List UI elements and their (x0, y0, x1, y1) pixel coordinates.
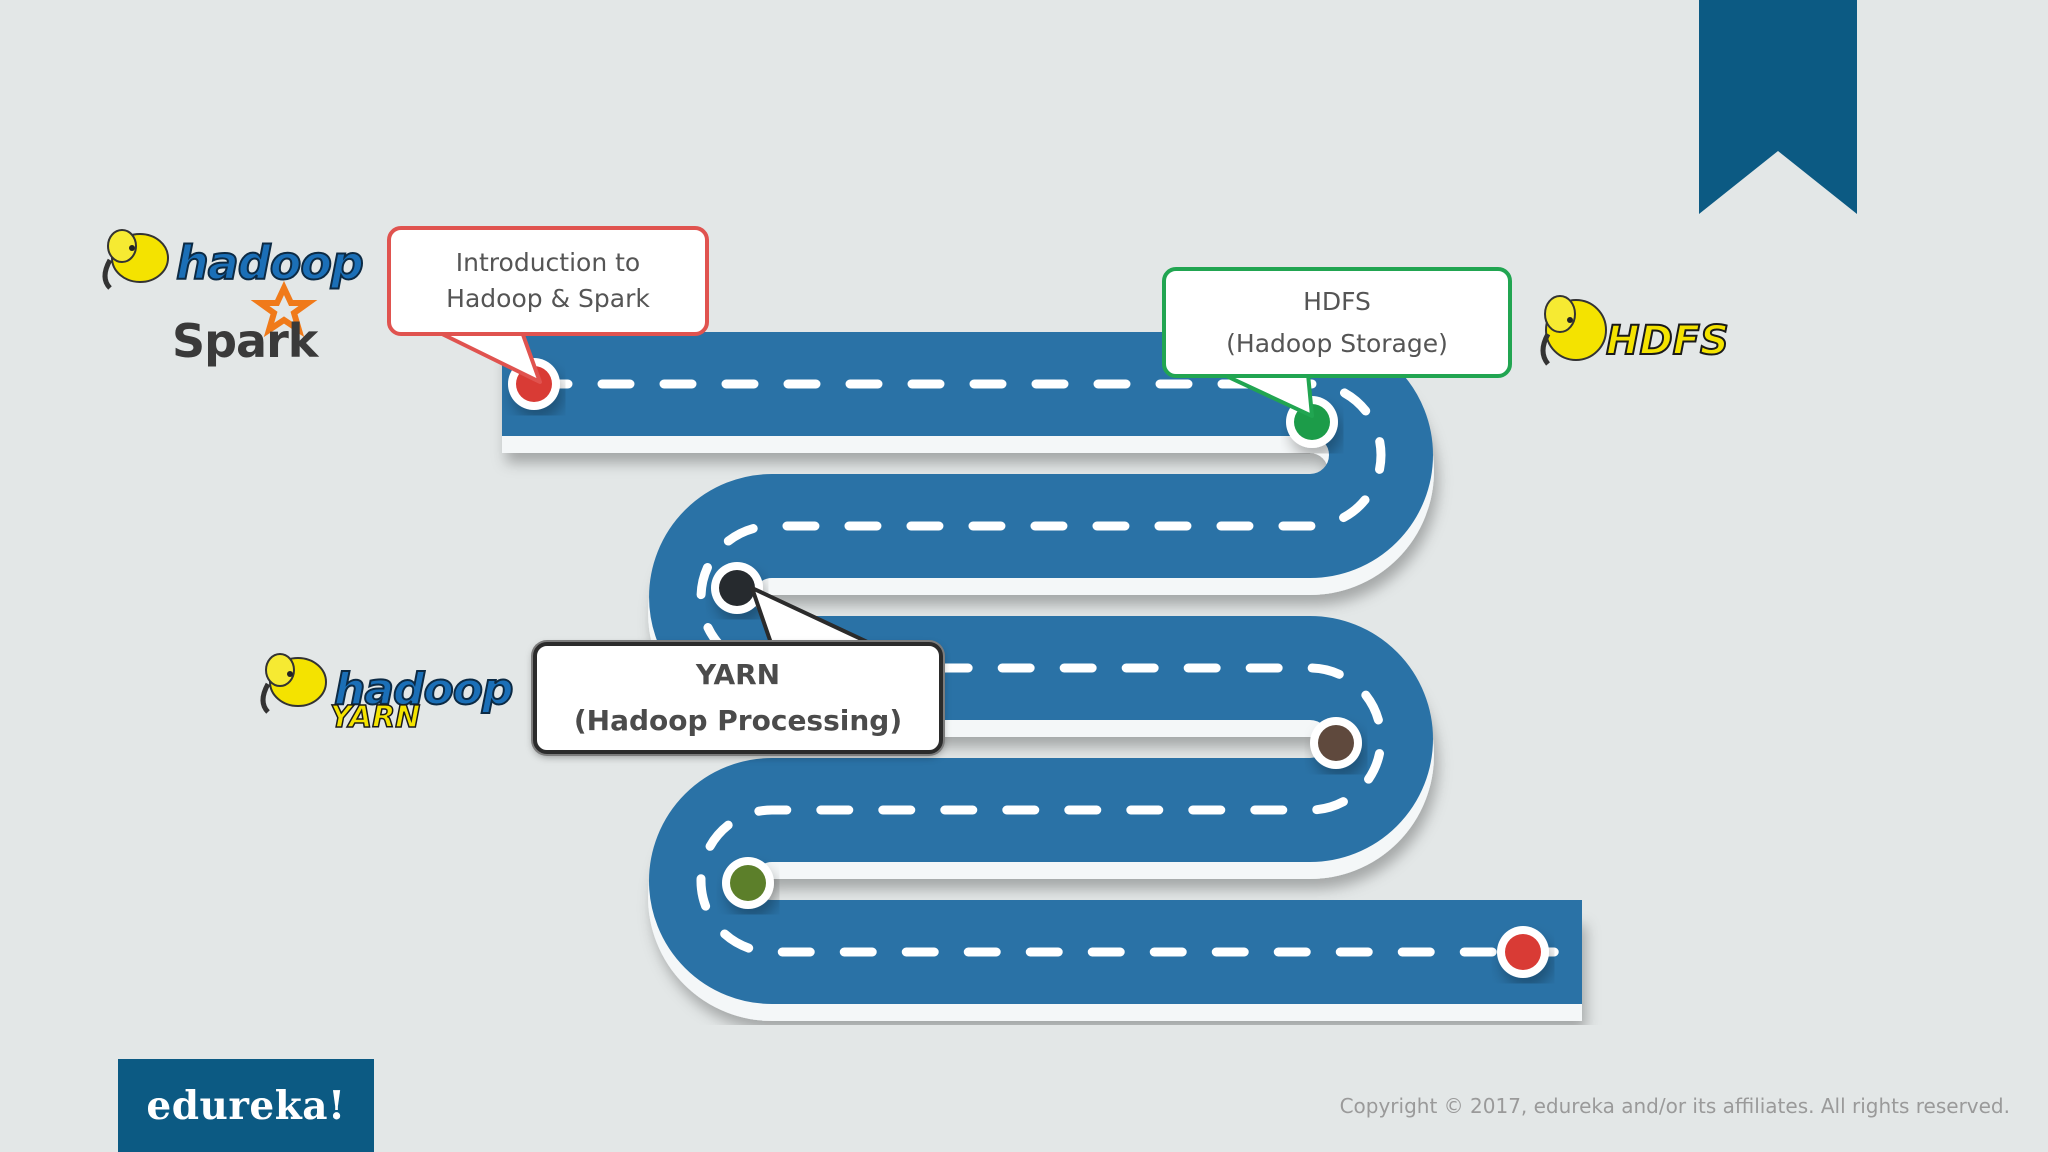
callout-yarn-title: YARN (695, 658, 781, 691)
hdfs-logo-text: HDFS (1605, 317, 1730, 365)
pin-6 (1497, 926, 1549, 978)
elephant-icon (260, 653, 327, 714)
callout-hdfs: HDFS (Hadoop Storage) (1162, 267, 1512, 378)
bookmark-ribbon (1699, 0, 1857, 214)
callout-yarn: YARN (Hadoop Processing) (533, 642, 943, 754)
pin-yarn (711, 562, 763, 614)
elephant-icon (102, 229, 169, 290)
edureka-logo: edureka! (118, 1059, 374, 1152)
pin-5 (722, 857, 774, 909)
hadoop-logo-text: hadoop (175, 235, 365, 291)
callout-hdfs-title: HDFS (1303, 286, 1371, 316)
yarn-hadoop-logo-text: hadoop (333, 663, 514, 716)
elephant-icon (1540, 295, 1607, 366)
road-dashes (535, 379, 1580, 957)
callout-intro-title: Introduction to (455, 248, 641, 277)
callout-intro: Introduction to Hadoop & Spark (387, 226, 709, 336)
callout-pointer-intro (436, 330, 542, 384)
pin-4 (1310, 717, 1362, 769)
copyright-text: Copyright © 2017, edureka and/or its aff… (1339, 1094, 2010, 1118)
callout-intro-subtitle: Hadoop & Spark (446, 284, 650, 313)
yarn-logo-text: YARN (329, 699, 421, 736)
spark-star-icon (250, 280, 318, 338)
spark-logo-text: Spark (172, 314, 318, 368)
callout-hdfs-subtitle: (Hadoop Storage) (1226, 328, 1448, 358)
callout-yarn-subtitle: (Hadoop Processing) (573, 704, 903, 737)
